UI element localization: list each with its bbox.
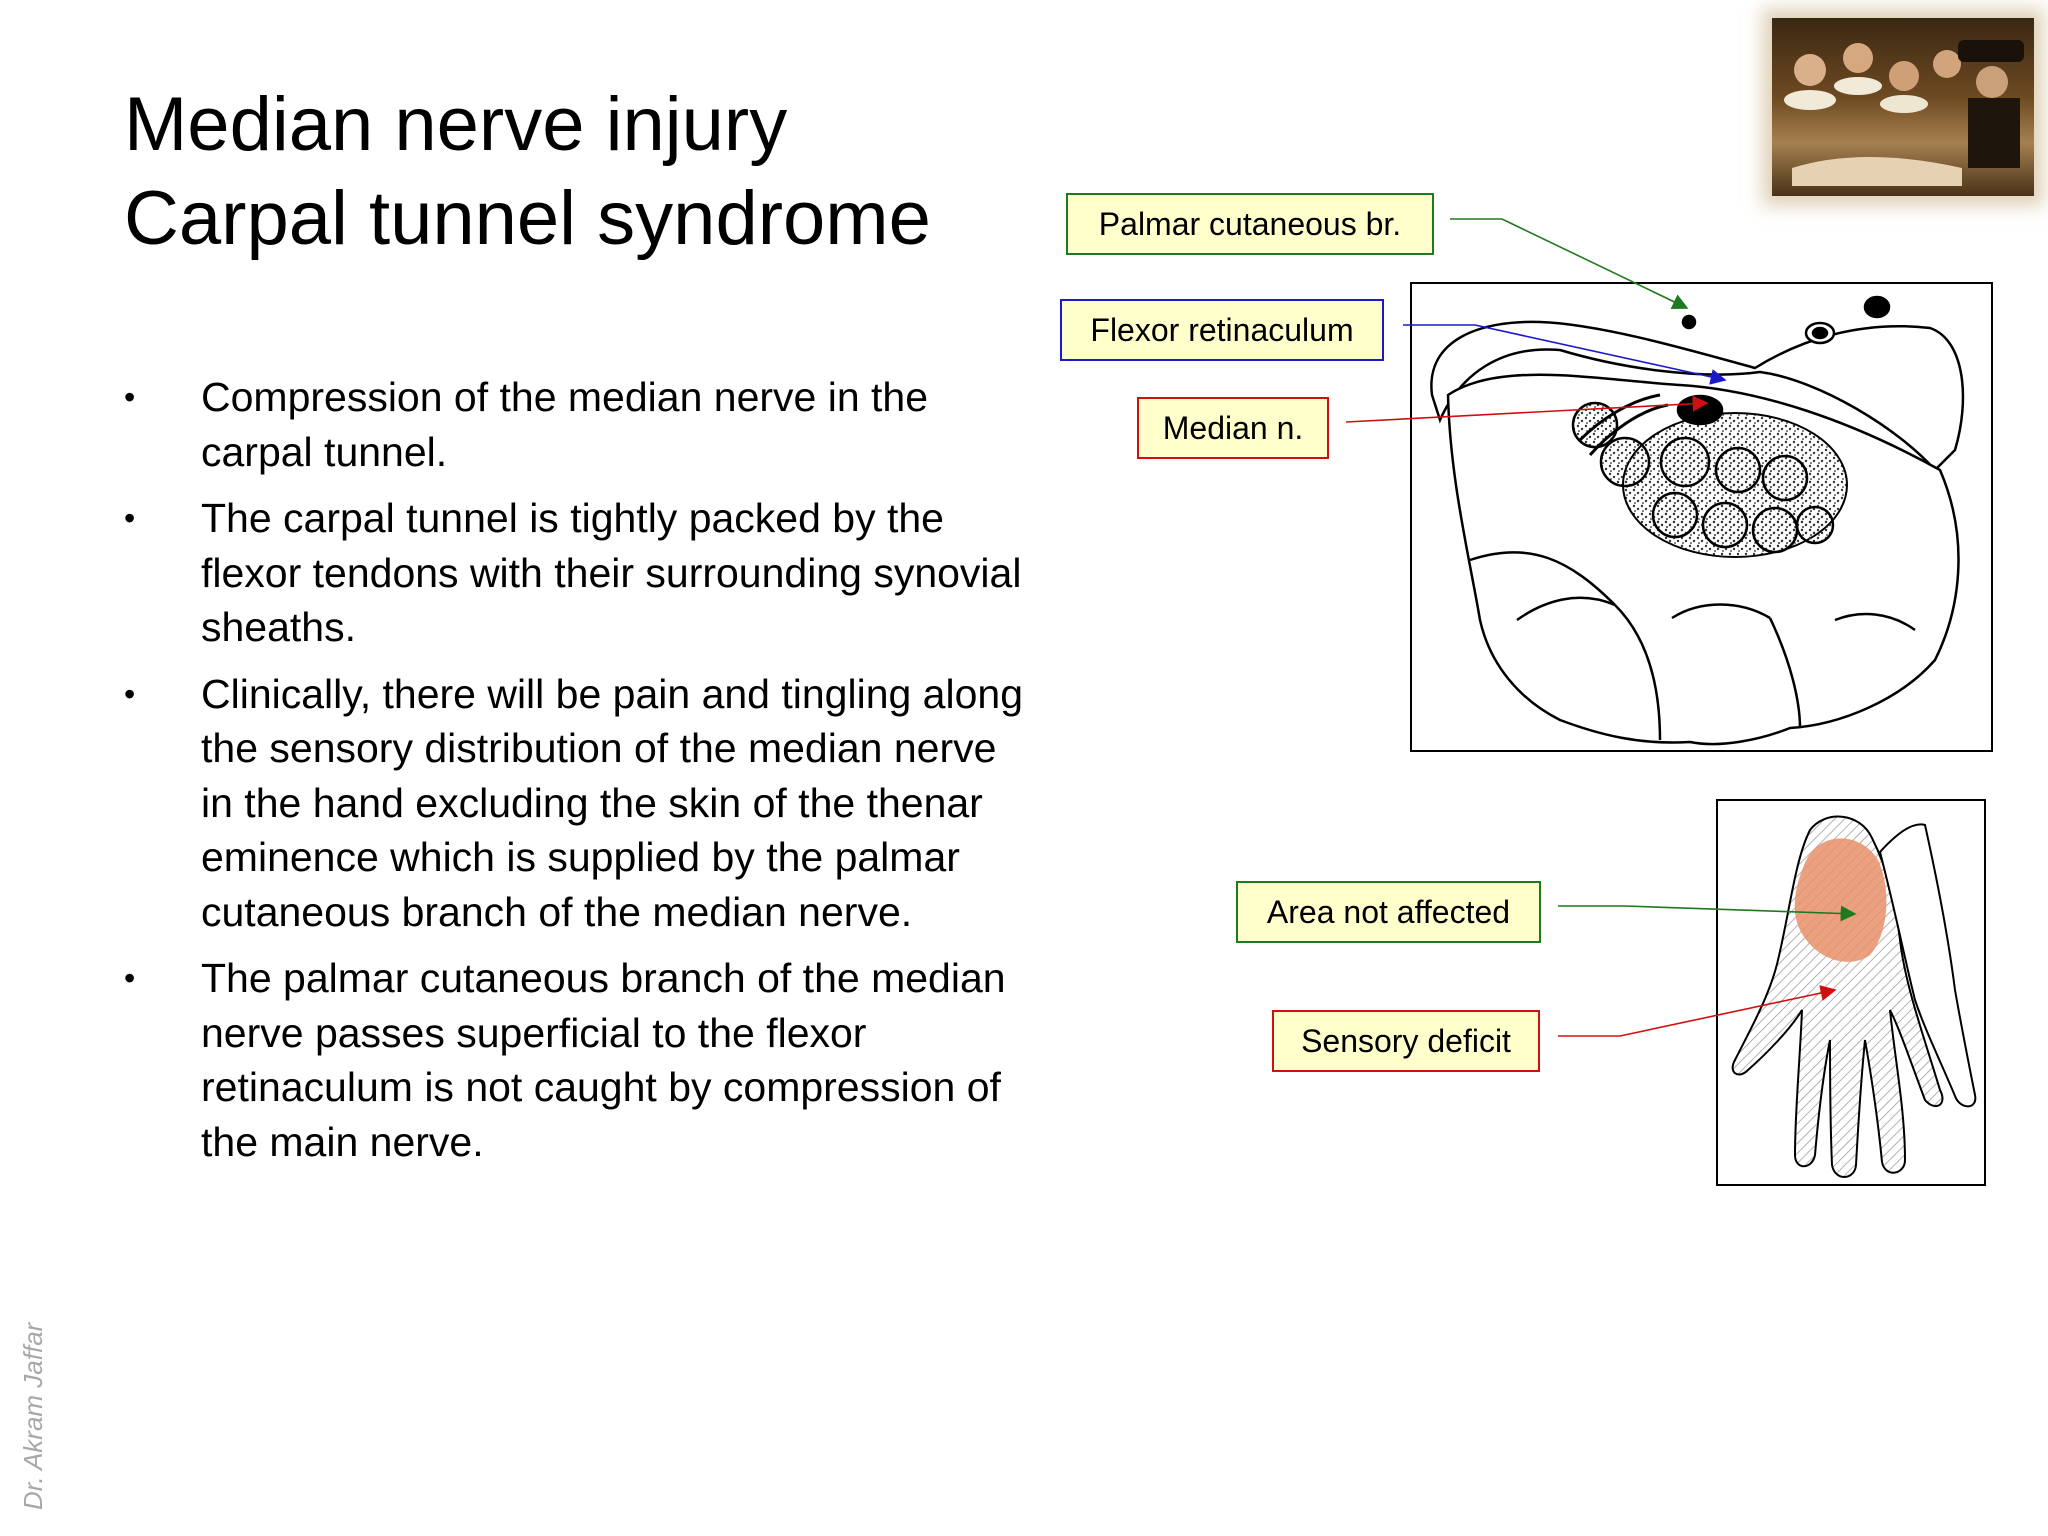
label-median-nerve: Median n. (1137, 397, 1329, 459)
sensory-deficit-area (1794, 838, 1887, 962)
bullet-marker: • (124, 379, 136, 415)
bullet-item: • The palmar cutaneous branch of the medi… (124, 951, 1024, 1169)
label-sensory-deficit: Sensory deficit (1272, 1010, 1540, 1072)
arrow-median-nerve (1345, 395, 1709, 423)
arrow-flexor-retinaculum (1403, 324, 1727, 385)
bullet-marker: • (124, 500, 136, 536)
bullet-marker: • (124, 675, 136, 712)
bullet-item: • The carpal tunnel is tightly packed by … (124, 491, 1024, 655)
bullet-item: • Clinically, there will be pain and ting… (124, 667, 1024, 940)
carpal-tunnel-cross-section (1430, 295, 1965, 746)
bullet-text: Compression of the median nerve in the c… (201, 374, 929, 475)
label-palmar-cutaneous: Palmar cutaneous br. (1066, 193, 1434, 255)
hand-outline (1731, 815, 1977, 1178)
bullet-text: The carpal tunnel is tightly packed by t… (201, 495, 1022, 650)
arrow-palmar-cutaneous (1450, 218, 1689, 309)
flexor-retinaculum-region (1430, 320, 1965, 472)
bullet-text: The palmar cutaneous branch of the media… (201, 955, 1006, 1165)
palmar-branch-mark (1681, 314, 1697, 330)
median-nerve-mark (1676, 394, 1724, 426)
label-area-not-affected: Area not affected (1236, 881, 1541, 943)
anatomy-painting-image (1772, 18, 2034, 196)
title-line-2: Carpal tunnel syndrome (124, 176, 931, 261)
bullet-marker: • (124, 960, 136, 996)
painting-figures (1784, 40, 2024, 186)
bullet-item: • Compression of the median nerve in the … (124, 370, 1024, 479)
bullet-list: • Compression of the median nerve in the … (124, 370, 1024, 1181)
title-line-1: Median nerve injury (124, 82, 788, 167)
slide-title: Median nerve injury Carpal tunnel syndro… (124, 78, 1024, 266)
arrow-area-not-affected (1558, 905, 1857, 922)
arrow-sensory-deficit (1558, 985, 1837, 1037)
label-flexor-retinaculum: Flexor retinaculum (1060, 299, 1384, 361)
bullet-text: Clinically, there will be pain and tingl… (201, 670, 1024, 935)
